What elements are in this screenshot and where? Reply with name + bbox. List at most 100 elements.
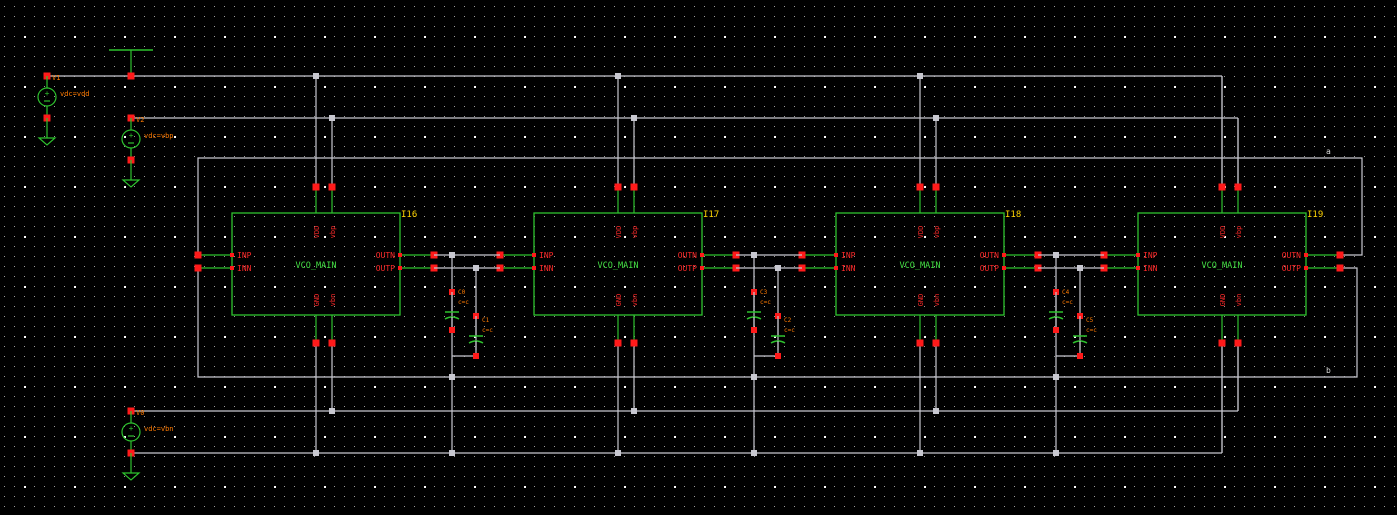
ground-symbol	[37, 137, 57, 146]
vco-body	[835, 212, 1005, 316]
ground-symbol	[121, 472, 141, 481]
vco-body	[1137, 212, 1307, 316]
cap-name: C2	[784, 317, 792, 324]
cap-name: C3	[760, 289, 768, 296]
cell-name-label: VCO_MAIN	[900, 261, 941, 271]
pin-label-outp: OUTP	[678, 264, 697, 273]
pin-label-vbn: vbn	[933, 294, 941, 307]
supply-pin	[1234, 183, 1242, 191]
pin-label-vdd: VDD	[1219, 226, 1227, 239]
source-param: vdc=vbn	[144, 425, 174, 433]
cap-pin	[473, 353, 479, 359]
pin-label-outp: OUTP	[980, 264, 999, 273]
signal-pin	[194, 264, 202, 272]
cap-pin	[775, 353, 781, 359]
wire-junction	[615, 73, 621, 79]
cell-name-label: VCO_MAIN	[598, 261, 639, 271]
cap-param: c=c	[482, 327, 493, 334]
supply-pin	[614, 339, 622, 347]
instance-label: I17	[703, 210, 719, 220]
plus-sign: +	[129, 131, 134, 140]
pin-label-gnd: GND	[615, 294, 623, 307]
signal-pin	[1336, 264, 1344, 272]
pin-label-vbn: vbn	[631, 294, 639, 307]
source-name: V2	[136, 116, 144, 124]
pin-label-inp: INP	[841, 251, 856, 260]
pin-stub	[1304, 253, 1308, 257]
pin-stub	[700, 266, 704, 270]
pin-label-inp: INP	[539, 251, 554, 260]
supply-pin	[328, 183, 336, 191]
cap-pin	[449, 327, 455, 333]
cap-name: C4	[1062, 289, 1070, 296]
plus-sign: +	[45, 89, 50, 98]
source-name: V1	[52, 74, 60, 82]
wire-junction	[631, 115, 637, 121]
pin-label-gnd: GND	[1219, 294, 1227, 307]
source-name: V0	[136, 409, 144, 417]
pin-label-vbp: vbp	[933, 226, 941, 239]
pin-label-inn: INN	[841, 264, 856, 273]
pin-label-inp: INP	[1143, 251, 1158, 260]
vco-body	[231, 212, 401, 316]
cap-param: c=c	[1062, 299, 1073, 306]
wire	[197, 157, 1363, 256]
pin-stub	[532, 266, 536, 270]
pin-stub	[230, 253, 234, 257]
signal-pin	[1336, 251, 1344, 259]
cap-pin	[1053, 327, 1059, 333]
pin-label-inn: INN	[237, 264, 252, 273]
wire-junction	[329, 408, 335, 414]
vco-body	[533, 212, 703, 316]
supply-pin	[932, 183, 940, 191]
wire-junction	[615, 450, 621, 456]
instance-label: I18	[1005, 210, 1021, 220]
pin-label-vdd: VDD	[313, 226, 321, 239]
pin-label-vbn: vbn	[1235, 294, 1243, 307]
cap-name: C1	[482, 317, 490, 324]
pin-label-inn: INN	[1143, 264, 1158, 273]
supply-pin	[614, 183, 622, 191]
pin-label-vdd: VDD	[917, 226, 925, 239]
pin-stub	[1136, 266, 1140, 270]
cap-param: c=c	[458, 299, 469, 306]
pin-label-outn: OUTN	[980, 251, 999, 260]
pin-label-outp: OUTP	[376, 264, 395, 273]
wire-junction	[933, 408, 939, 414]
supply-pin	[312, 339, 320, 347]
cell-name-label: VCO_MAIN	[296, 261, 337, 271]
supply-pin	[1234, 339, 1242, 347]
rail-pin	[127, 72, 135, 80]
supply-pin	[1218, 339, 1226, 347]
pin-label-inp: INP	[237, 251, 252, 260]
pin-label-vbp: vbp	[631, 226, 639, 239]
wire-junction	[917, 450, 923, 456]
pin-label-vdd: VDD	[615, 226, 623, 239]
pin-stub	[398, 253, 402, 257]
instance-label: I19	[1307, 210, 1323, 220]
net-label-b: b	[1326, 366, 1331, 375]
pin-label-gnd: GND	[917, 294, 925, 307]
pin-label-outn: OUTN	[678, 251, 697, 260]
pin-stub	[230, 266, 234, 270]
supply-pin	[312, 183, 320, 191]
labels: ab	[1326, 147, 1331, 375]
pin-label-gnd: GND	[313, 294, 321, 307]
wire	[197, 267, 1358, 378]
pin-stub	[1002, 266, 1006, 270]
supply-pin	[916, 183, 924, 191]
pin-label-vbp: vbp	[1235, 226, 1243, 239]
source-param: vdc=vdd	[60, 90, 90, 98]
cap-name: C0	[458, 289, 466, 296]
wire-junction	[933, 115, 939, 121]
pin-stub	[834, 266, 838, 270]
wire-junction	[631, 408, 637, 414]
pin-stub	[532, 253, 536, 257]
